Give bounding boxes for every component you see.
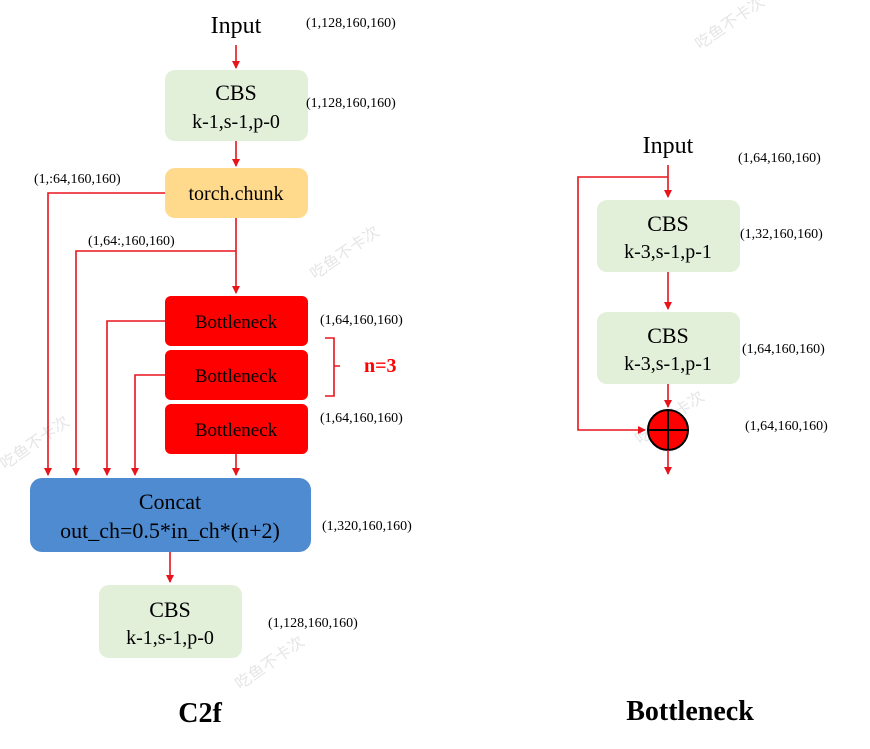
- c2f-input-label: Input: [211, 13, 262, 39]
- bn-cbs1-shape: (1,32,160,160): [740, 227, 823, 242]
- c2f-split-left-shape: (1,:64,160,160): [34, 172, 121, 187]
- add-icon: [647, 409, 689, 451]
- c2f-bottleneck-3: [165, 404, 308, 454]
- c2f-title: C2f: [178, 698, 222, 729]
- c2f-n-label: n=3: [364, 355, 397, 377]
- c2f-split-right-shape: (1,64:,160,160): [88, 234, 175, 249]
- bn-cbs2-box: [597, 312, 740, 384]
- bottleneck-title: Bottleneck: [626, 696, 754, 727]
- c2f-chunk-box: [165, 168, 308, 218]
- c2f-diagram: Input (1,128,160,160) CBS k-1,s-1,p-0 (1…: [30, 13, 412, 729]
- c2f-concat-name: Concat: [139, 489, 201, 514]
- c2f-chunk-label: torch.chunk: [189, 183, 284, 205]
- bn-input-shape: (1,64,160,160): [738, 151, 821, 166]
- c2f-cbs2-name: CBS: [149, 597, 191, 622]
- c2f-cbs2-shape: (1,128,160,160): [268, 616, 358, 631]
- bn-cbs1-name: CBS: [647, 211, 689, 236]
- c2f-bottleneck-3-label: Bottleneck: [195, 420, 278, 441]
- c2f-cbs1-box: [165, 70, 308, 141]
- c2f-bottleneck-shape-bottom: (1,64,160,160): [320, 411, 403, 426]
- watermark: 吃鱼不卡次: [231, 632, 307, 693]
- c2f-bottleneck-shape-top: (1,64,160,160): [320, 313, 403, 328]
- arrow: [44, 192, 165, 476]
- c2f-cbs2-params: k-1,s-1,p-0: [126, 627, 214, 649]
- c2f-bottleneck-2-label: Bottleneck: [195, 366, 278, 387]
- c2f-cbs2-box: [99, 585, 242, 658]
- c2f-repeat-bracket: [325, 337, 340, 397]
- bn-input-label: Input: [643, 133, 694, 159]
- bn-cbs2-name: CBS: [647, 323, 689, 348]
- arrow: [72, 250, 236, 476]
- bn-add-shape: (1,64,160,160): [745, 419, 828, 434]
- c2f-cbs1-params: k-1,s-1,p-0: [192, 111, 280, 133]
- c2f-input-shape: (1,128,160,160): [306, 16, 396, 31]
- c2f-cbs1-name: CBS: [215, 80, 257, 105]
- arrow: [103, 320, 165, 476]
- c2f-bottleneck-1: [165, 296, 308, 346]
- c2f-bottleneck-1-label: Bottleneck: [195, 312, 278, 333]
- bn-cbs2-params: k-3,s-1,p-1: [624, 353, 712, 375]
- c2f-concat-formula: out_ch=0.5*in_ch*(n+2): [60, 518, 280, 543]
- c2f-bottleneck-2: [165, 350, 308, 400]
- watermark: 吃鱼不卡次: [0, 412, 73, 473]
- c2f-cbs1-shape: (1,128,160,160): [306, 96, 396, 111]
- bn-cbs1-box: [597, 200, 740, 272]
- bn-cbs2-shape: (1,64,160,160): [742, 342, 825, 357]
- watermark: 吃鱼不卡次: [691, 0, 767, 53]
- arrow: [577, 176, 668, 434]
- bottleneck-diagram: Input (1,64,160,160) CBS k-3,s-1,p-1 (1,…: [577, 133, 828, 727]
- bn-cbs1-params: k-3,s-1,p-1: [624, 241, 712, 263]
- c2f-concat-box: [30, 478, 311, 552]
- arrow: [131, 374, 165, 476]
- c2f-concat-shape: (1,320,160,160): [322, 519, 412, 534]
- watermark: 吃鱼不卡次: [306, 222, 382, 283]
